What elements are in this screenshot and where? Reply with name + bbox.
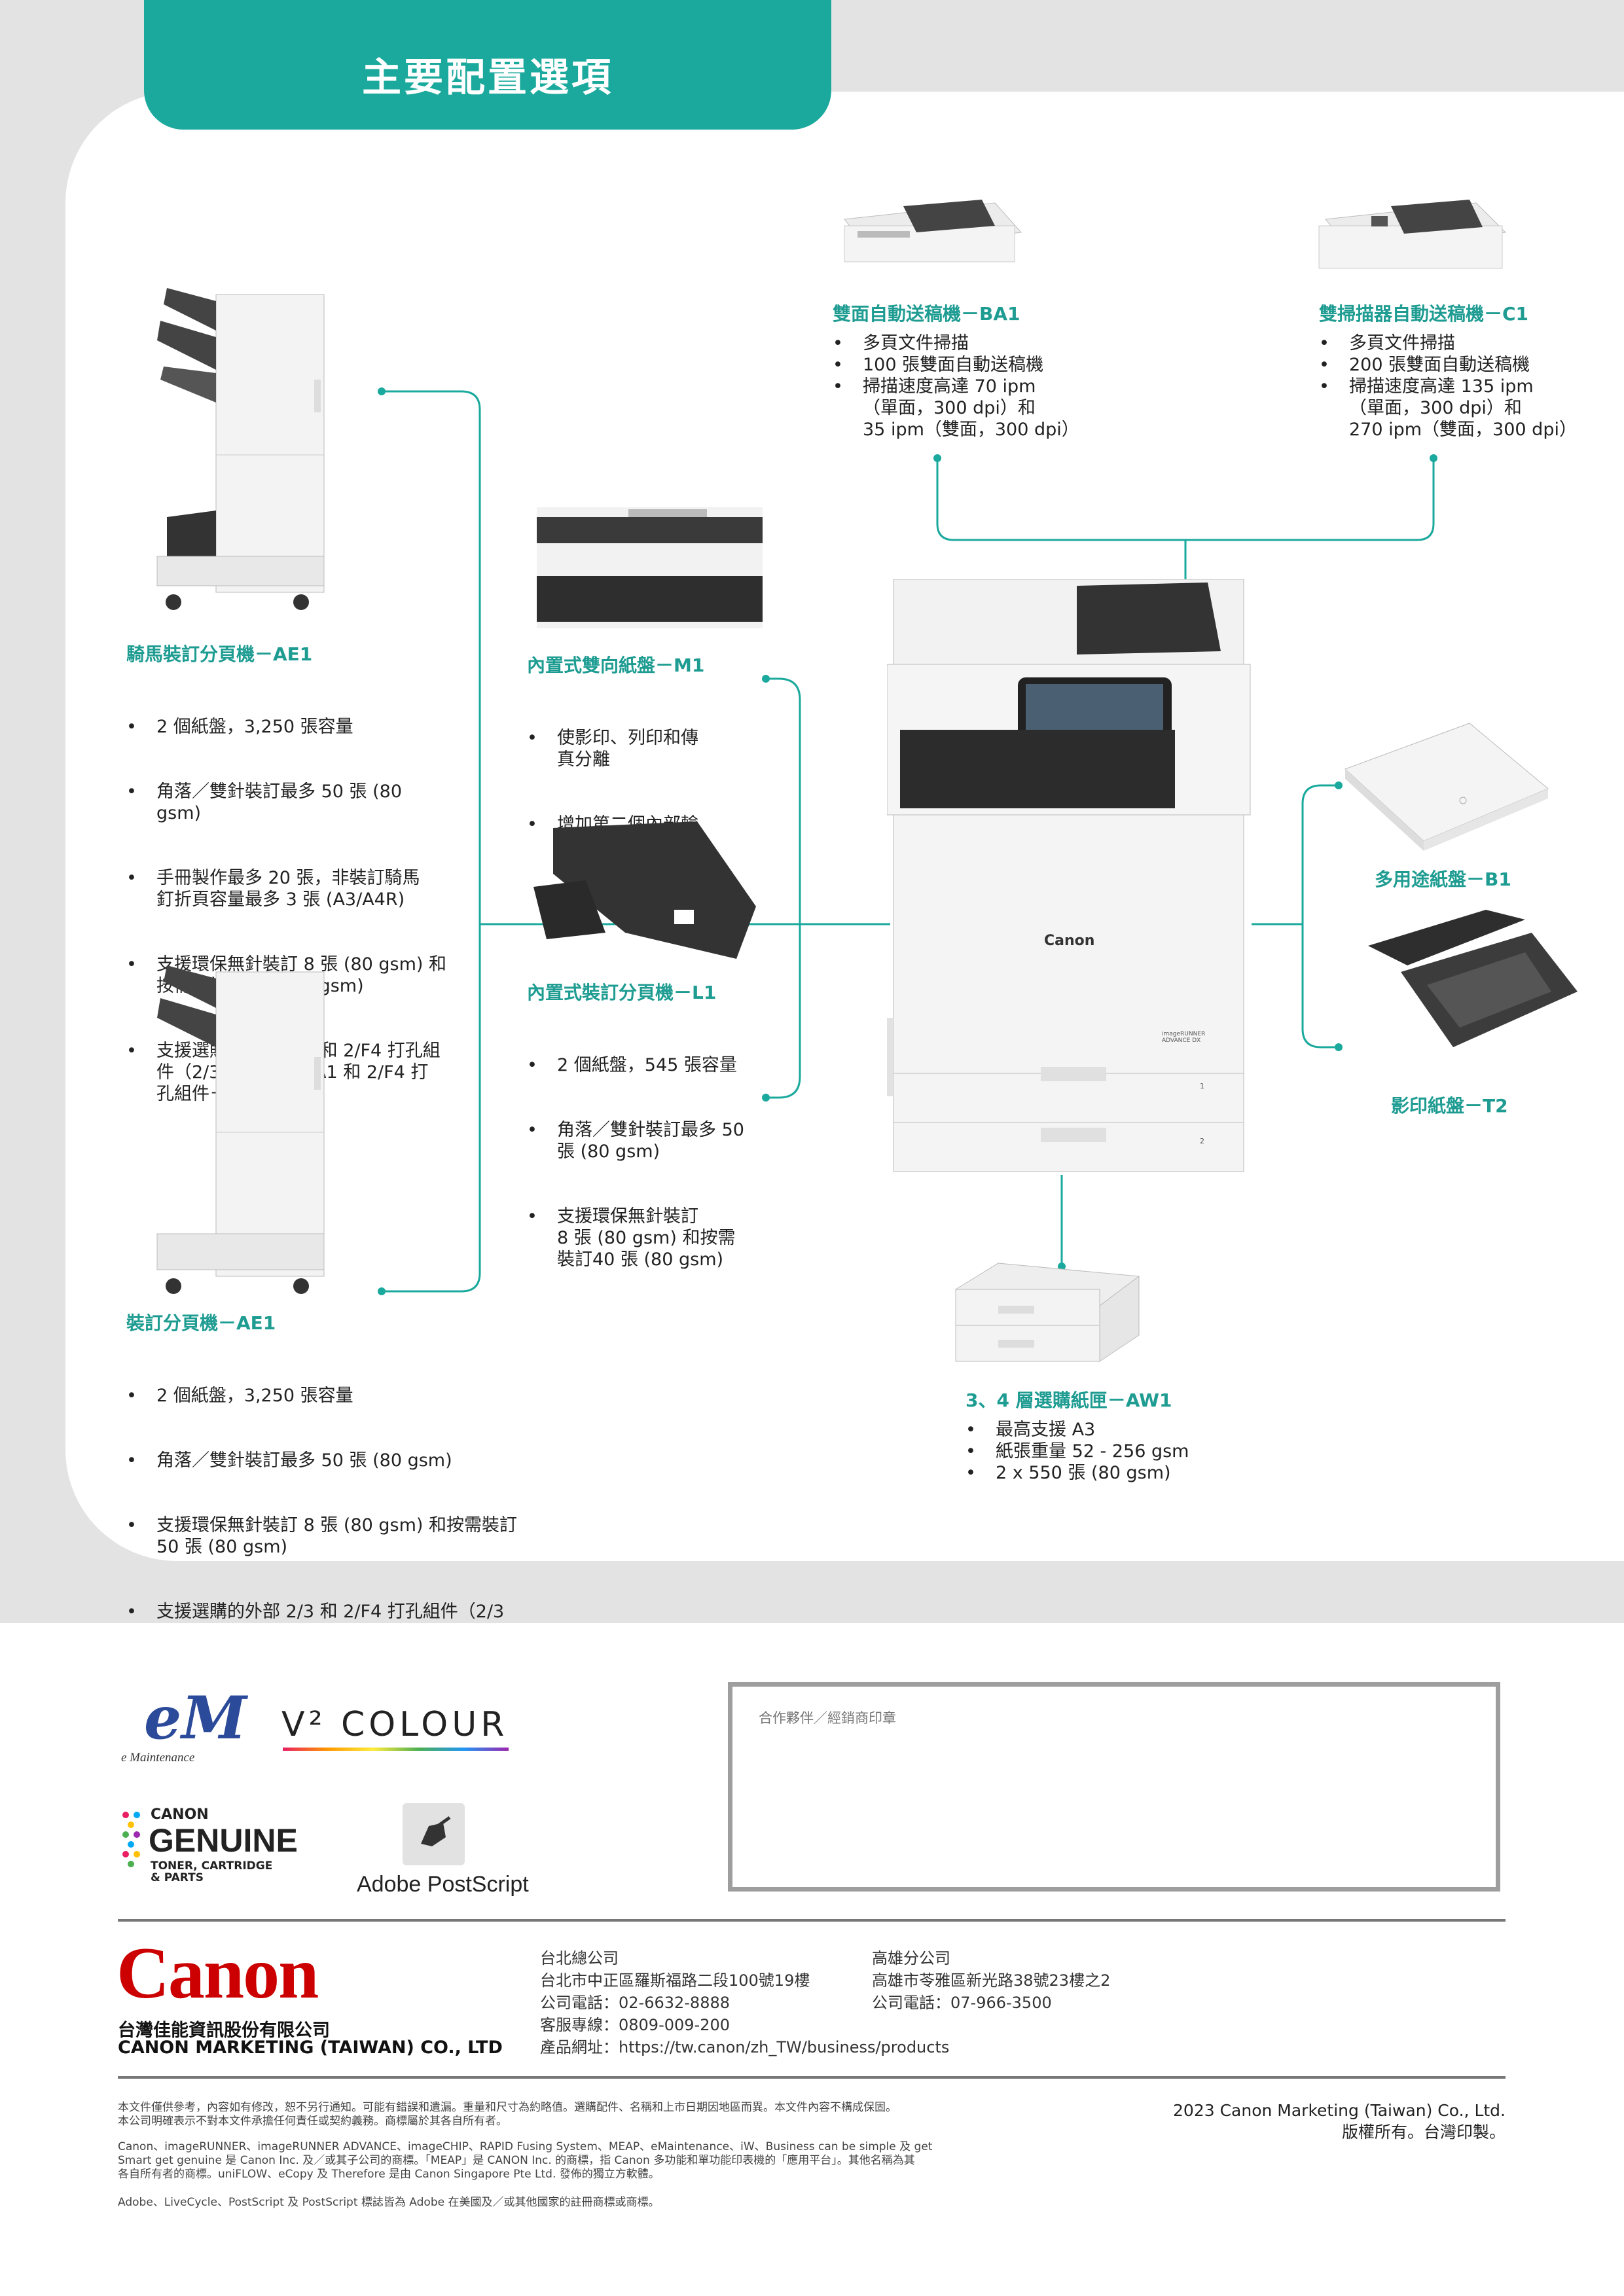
option-saddle-ae1-name: 騎馬裝訂分頁機－AE1 — [126, 643, 313, 665]
company-name-en: CANON MARKETING (TAIWAN) CO., LTD — [118, 2037, 503, 2058]
taipei-phone: 公司電話：02-6632-8888 — [540, 1994, 731, 2012]
kaohsiung-title: 高雄分公司 — [872, 1949, 950, 1967]
taipei-address: 台北市中正區羅斯福路二段100號19樓 — [540, 1971, 810, 1990]
genuine-top: CANON — [151, 1806, 209, 1823]
pen-icon — [421, 1816, 451, 1846]
option-m1-name: 內置式雙向紙盤－M1 — [527, 655, 705, 676]
option-b1-name: 多用途紙盤－B1 — [1375, 869, 1511, 890]
inner-tray-m1-image — [537, 507, 763, 628]
adobe-postscript-text: Adobe PostScript — [357, 1872, 529, 1897]
emaintenance-logo: eM e Maintenance — [121, 1683, 247, 1765]
taipei-title: 台北總公司 — [540, 1949, 619, 1967]
option-c1-bullets: 多頁文件掃描 200 張雙面自動送稿機 掃描速度高達 135 ipm （單面，3… — [1319, 332, 1607, 440]
adf-ba1-image — [844, 200, 1022, 262]
connector-lines — [378, 387, 1437, 1295]
canon-genuine-logo: CANON GENUINE TONER, CARTRIDGE & PARTS — [121, 1806, 298, 1892]
inner-finisher-l1-image — [533, 821, 756, 959]
option-aw1-bullets: 最高支援 A3 紙張重量 52 - 256 gsm 2 x 550 張 (80 … — [965, 1419, 1227, 1484]
list-item: 2 x 550 張 (80 gsm) — [965, 1462, 1227, 1484]
option-ba1-bullets: 多頁文件掃描 100 張雙面自動送稿機 掃描速度高達 70 ipm （單面，30… — [833, 332, 1108, 440]
option-t2-name: 影印紙盤－T2 — [1391, 1095, 1508, 1117]
v2-colour-bar — [283, 1748, 509, 1751]
disclaimer-3: Adobe、LiveCycle、PostScript 及 PostScript … — [118, 2196, 660, 2209]
list-item: 最高支援 A3 — [965, 1419, 1227, 1441]
dealer-stamp-box: 合作夥伴／經銷商印章 — [728, 1682, 1500, 1892]
option-l1: 內置式裝訂分頁機－L1 2 個紙盤，545 張容量 角落／雙針裝訂最多 50 張… — [527, 978, 795, 1314]
taipei-office: 台北總公司 台北市中正區羅斯福路二段100號19樓 公司電話：02-6632-8… — [540, 1947, 949, 2058]
taipei-hotline: 客服專線：0809-009-200 — [540, 2016, 731, 2034]
list-item: 2 個紙盤，3,250 張容量 — [126, 716, 480, 738]
disclaimer-1: 本文件僅供參考，內容如有修改，恕不另行通知。可能有錯誤和遺漏。重量和尺寸為約略值… — [118, 2101, 897, 2128]
kaohsiung-office: 高雄分公司 高雄市苓雅區新光路38號23樓之2 公司電話：07-966-3500 — [872, 1947, 1110, 2014]
option-aw1: 3、4 層選購紙匣－AW1 最高支援 A3 紙張重量 52 - 256 gsm … — [965, 1386, 1227, 1484]
stamp-label: 合作夥伴／經銷商印章 — [759, 1710, 896, 1726]
list-item: 使影印、列印和傳 真分離 — [527, 727, 776, 770]
multipurpose-tray-b1-image — [1344, 723, 1549, 851]
product-url-link[interactable]: 產品網址：https://tw.canon/zh_TW/business/pro… — [540, 2038, 950, 2056]
staple-finisher-image — [156, 965, 325, 1294]
list-item: 支援環保無針裝訂 8 張 (80 gsm) 和按需裝訂 50 張 (80 gsm… — [126, 1515, 545, 1558]
saddle-finisher-image — [156, 288, 325, 610]
list-item: 2 個紙盤，545 張容量 — [527, 1054, 795, 1076]
genuine-mid: GENUINE — [149, 1822, 298, 1859]
option-aw1-name: 3、4 層選購紙匣－AW1 — [965, 1390, 1172, 1411]
list-item: 紙張重量 52 - 256 gsm — [965, 1441, 1227, 1462]
page-title: 主要配置選項 — [362, 55, 613, 101]
list-item: 100 張雙面自動送稿機 — [833, 354, 1108, 376]
list-item: 掃描速度高達 135 ipm （單面，300 dpi）和 270 ipm（雙面，… — [1319, 376, 1607, 440]
option-l1-name: 內置式裝訂分頁機－L1 — [527, 982, 717, 1003]
adobe-postscript-icon — [403, 1803, 465, 1865]
kaohsiung-address: 高雄市苓雅區新光路38號23樓之2 — [872, 1971, 1111, 1990]
list-item: 多頁文件掃描 — [1319, 332, 1607, 354]
list-item: 2 個紙盤，3,250 張容量 — [126, 1385, 545, 1407]
genuine-dots-icon — [122, 1812, 140, 1867]
copy-tray-t2-image — [1368, 910, 1578, 1047]
list-item: 支援環保無針裝訂 8 張 (80 gsm) 和按需 裝訂40 張 (80 gsm… — [527, 1206, 795, 1270]
tray-1-label: 1 — [1200, 1082, 1204, 1090]
emaintenance-text: e Maintenance — [121, 1751, 195, 1765]
copier-image: Canon imageRUNNER ADVANCE DX 1 2 — [887, 579, 1254, 1178]
divider-bottom — [118, 2076, 1506, 2079]
cassette-aw1-image — [954, 1263, 1140, 1362]
title-tab: 主要配置選項 — [144, 0, 831, 130]
adf-c1-image — [1318, 200, 1507, 269]
option-ba1: 雙面自動送稿機－BA1 多頁文件掃描 100 張雙面自動送稿機 掃描速度高達 7… — [833, 300, 1108, 440]
v2-colour-logo: V² COLOUR — [281, 1705, 509, 1744]
tray-2-label: 2 — [1200, 1137, 1204, 1145]
option-c1: 雙掃描器自動送稿機－C1 多頁文件掃描 200 張雙面自動送稿機 掃描速度高達 … — [1319, 300, 1607, 440]
list-item: 角落／雙針裝訂最多 50 張 (80 gsm) — [126, 1450, 545, 1471]
copier-model: imageRUNNER ADVANCE DX — [1162, 1031, 1206, 1044]
list-item: 手冊製作最多 20 張，非裝訂騎馬 釘折頁容量最多 3 張 (A3/A4R) — [126, 867, 480, 910]
option-c1-name: 雙掃描器自動送稿機－C1 — [1319, 303, 1529, 325]
list-item: 多頁文件掃描 — [833, 332, 1108, 354]
divider-top — [118, 1919, 1506, 1922]
list-item: 掃描速度高達 70 ipm （單面，300 dpi）和 35 ipm（雙面，30… — [833, 376, 1108, 440]
copyright-line-1: 2023 Canon Marketing (Taiwan) Co., Ltd. — [1173, 2101, 1506, 2120]
list-item: 角落／雙針裝訂最多 50 張 (80 gsm) — [126, 781, 480, 824]
company-name-zh: 台灣佳能資訊股份有限公司 — [118, 2020, 330, 2041]
canon-logo: Canon — [117, 1933, 319, 2014]
list-item: 角落／雙針裝訂最多 50 張 (80 gsm) — [527, 1119, 795, 1162]
copyright: 2023 Canon Marketing (Taiwan) Co., Ltd. … — [1113, 2100, 1506, 2143]
list-item: 200 張雙面自動送稿機 — [1319, 354, 1607, 376]
option-ba1-name: 雙面自動送稿機－BA1 — [833, 303, 1020, 325]
genuine-bottom: TONER, CARTRIDGE & PARTS — [151, 1859, 273, 1884]
option-staple-ae1-name: 裝訂分頁機－AE1 — [126, 1312, 276, 1334]
option-l1-bullets: 2 個紙盤，545 張容量 角落／雙針裝訂最多 50 張 (80 gsm) 支援… — [527, 1011, 795, 1314]
copier-brand: Canon — [1044, 933, 1095, 949]
disclaimer-2: Canon、imageRUNNER、imageRUNNER ADVANCE、im… — [118, 2140, 933, 2181]
kaohsiung-phone: 公司電話：07-966-3500 — [872, 1994, 1052, 2012]
copyright-line-2: 版權所有。台灣印製。 — [1341, 2123, 1506, 2142]
copier-body — [887, 579, 1251, 1172]
